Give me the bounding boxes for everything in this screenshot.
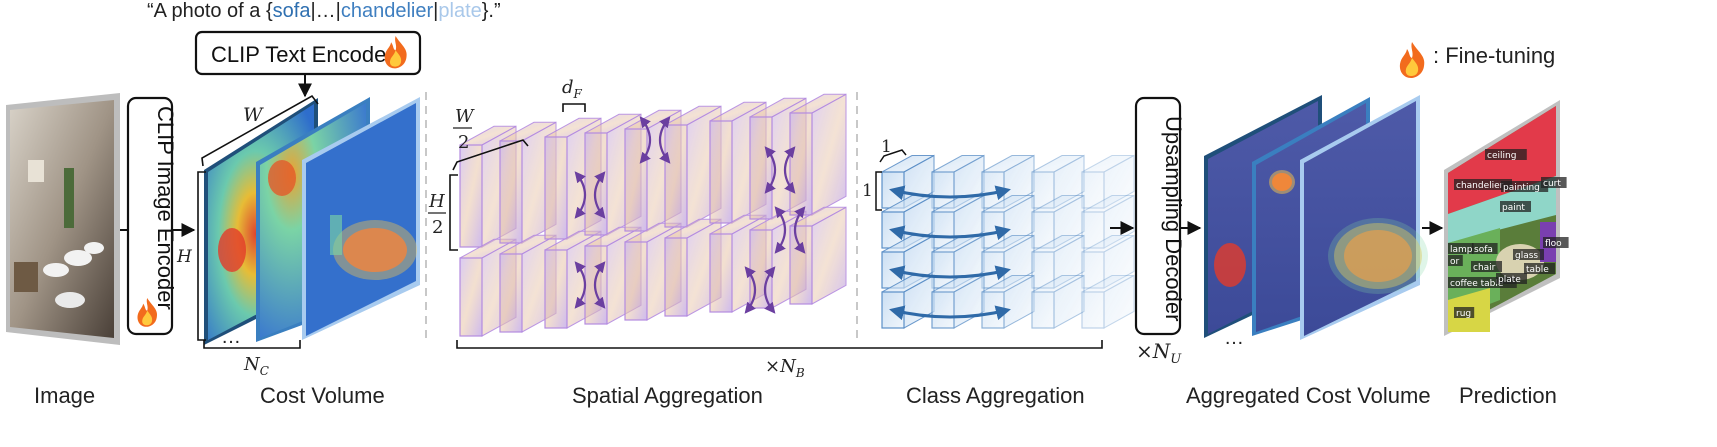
caption-class: Class Aggregation [906,383,1085,408]
caption-prediction: Prediction [1459,383,1557,408]
class-arrow [889,225,1011,241]
cost-volume [204,97,420,345]
math-one-b: 1 [862,181,873,201]
prediction-label-bg [1454,307,1475,318]
spatial-arrow [658,116,671,164]
prediction-label: chandelier [1456,181,1504,191]
prediction-label-bg [1448,277,1517,288]
fire-icon [137,298,158,327]
prediction-label: floo [1545,239,1562,249]
spatial-arrow [774,206,787,254]
prediction-label: paint [1502,203,1525,213]
prediction-label: lamp [1450,245,1473,255]
prediction-label-bg [1541,177,1567,188]
class-arrow [889,185,1011,201]
caption-cost-volume: Cost Volume [260,383,385,408]
prediction-label: table [1526,265,1549,275]
prediction-label: sofa [1474,245,1493,255]
spatial-arrow [793,206,806,254]
svg-text:2: 2 [458,132,469,153]
math-one-a: 1 [881,137,892,157]
math-times-nb: ×NB [765,356,805,380]
class-slab [1031,194,1085,249]
prediction-label: or [1450,257,1460,267]
prediction-label-bg [1501,181,1549,192]
prediction-label-bg [1500,201,1531,212]
clip-image-encoder-label: CLIP Image Encoder [153,106,178,310]
math-w: W [243,104,264,126]
spatial-arrow [593,171,606,219]
caption-aggregated: Aggregated Cost Volume [1186,383,1431,408]
prediction-label: painting [1503,183,1540,193]
repeat-bracket-nb [456,340,1103,349]
spatial-arrow [783,146,796,194]
class-slab [1031,234,1085,289]
math-h-half: H 2 [428,191,446,238]
spatial-arrow [744,266,757,314]
prediction-label: plate [1498,275,1521,285]
class-slab [1031,154,1085,209]
svg-text:2: 2 [432,217,443,238]
clip-text-encoder-label: CLIP Text Encoder [211,42,394,67]
prediction-label-bg [1496,273,1527,284]
clip-text-encoder-block: CLIP Text Encoder [194,30,422,76]
cost-volume-ellipsis: … [221,326,241,348]
prediction-label-bg [1471,261,1502,272]
class-slab [1081,274,1135,329]
spatial-slab [789,93,847,216]
class-aggregation [881,154,1135,329]
prediction-label-bg [1524,263,1555,274]
caption-spatial: Spatial Aggregation [572,383,763,408]
math-nc: NC [243,354,269,378]
spatial-slab [789,206,847,305]
prediction-label-bg [1454,179,1512,190]
spatial-arrow [574,261,587,309]
prediction-label-bg [1472,243,1498,254]
class-arrow [889,305,1011,321]
clip-image-encoder-block: CLIP Image Encoder [126,96,178,336]
spatial-arrow [764,146,777,194]
legend-fine-tuning: : Fine-tuning [1399,42,1555,78]
upsampling-decoder-block: Upsampling Decoder [1134,96,1186,336]
upsampling-decoder-label: Upsampling Decoder [1161,116,1186,321]
prediction-label-bg [1513,249,1544,260]
prediction-label-bg [1448,255,1463,266]
spatial-slab [664,105,722,228]
fire-icon [1399,42,1425,78]
class-slab [1081,154,1135,209]
svg-text:H: H [428,191,445,212]
prediction-label: rug [1456,309,1471,319]
fire-icon [384,36,407,69]
spatial-arrow [639,116,652,164]
prediction-label: coffee table [1450,279,1504,289]
svg-text:W: W [455,106,475,127]
math-df: dF [562,77,583,101]
prediction-label: ceiling [1487,151,1516,161]
math-h: H [176,247,193,267]
class-arrow [889,265,1011,281]
class-slab [1031,274,1085,329]
class-slab [1081,234,1135,289]
prediction-label-bg [1485,149,1527,160]
spatial-aggregation [459,93,847,337]
spatial-arrow [574,171,587,219]
math-times-nu: ×NU [1136,339,1182,367]
math-w-half: W 2 [453,106,475,153]
prediction-label: curt [1543,179,1561,189]
spatial-arrow [763,266,776,314]
aggregated-ellipsis: … [1224,327,1244,349]
text-prompt: “A photo of a {sofa|…|chandelier|plate}.… [147,0,501,22]
prediction-label-bg [1543,237,1569,248]
aggregated-cost-volume [1204,95,1428,340]
prediction-label: glass [1515,251,1538,261]
caption-image: Image [34,383,95,408]
prediction-label: chair [1473,263,1496,273]
prediction-label-bg [1448,243,1474,254]
input-image [6,93,120,345]
spatial-arrow [593,261,606,309]
legend-text: : Fine-tuning [1433,43,1555,68]
